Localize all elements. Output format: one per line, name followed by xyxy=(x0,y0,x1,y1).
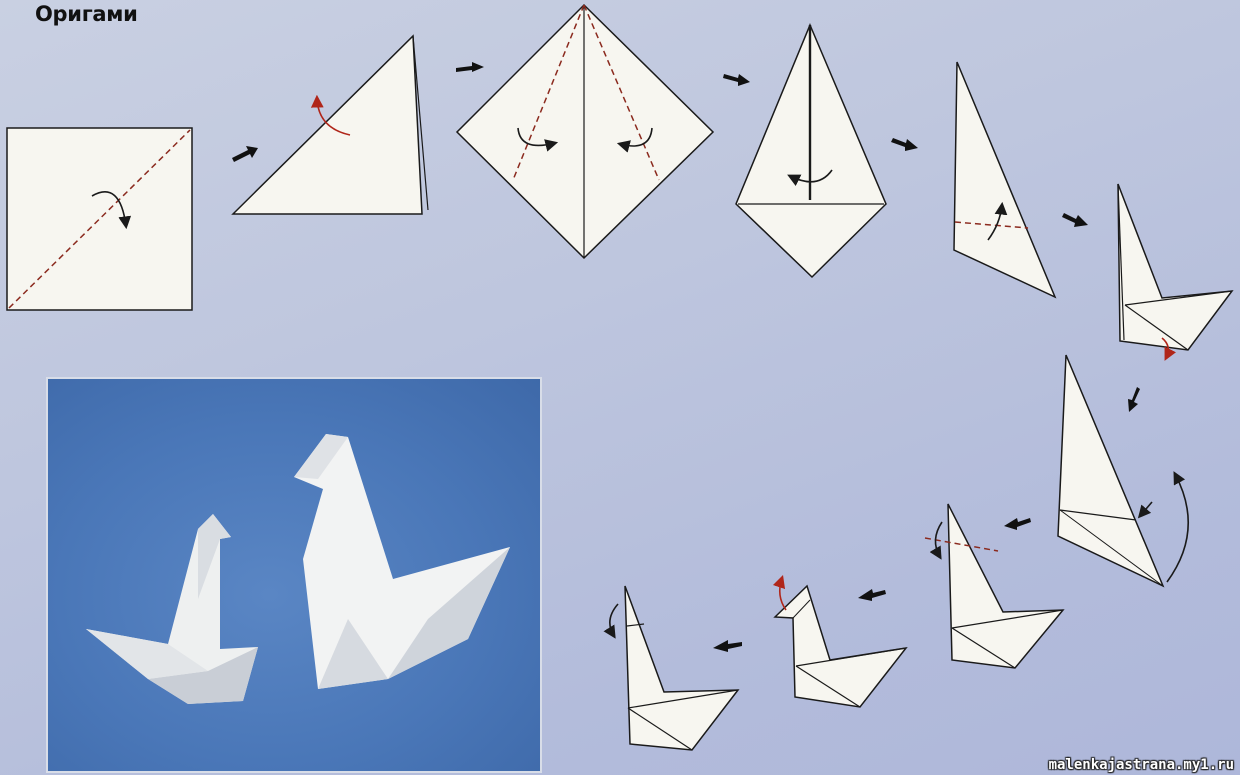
fold-arrow-icon xyxy=(1140,502,1152,516)
fold-arrow-icon xyxy=(610,604,618,636)
step-arrow-icon xyxy=(891,138,918,151)
step-3-diamond xyxy=(457,5,713,258)
left-paper-swan xyxy=(86,514,258,704)
fold-arrow-icon xyxy=(1167,474,1188,582)
fold-arrow-icon xyxy=(780,578,786,610)
step-5-thin-triangle xyxy=(954,62,1055,297)
step-arrow-icon xyxy=(1004,518,1031,530)
step-arrow-icon xyxy=(1062,213,1088,227)
step-arrow-icon xyxy=(858,589,886,601)
step-arrow-icon xyxy=(713,640,742,652)
step-1-square xyxy=(7,128,192,310)
swan-photo xyxy=(46,377,542,773)
step-6-swan-base xyxy=(1118,184,1232,358)
step-arrow-icon xyxy=(232,146,258,162)
step-4-kite xyxy=(736,25,886,277)
watermark: malenkajastrana.my1.ru xyxy=(1049,757,1234,773)
step-arrow-icon xyxy=(723,74,750,86)
step-arrow-icon xyxy=(456,62,484,72)
step-9-swan-head xyxy=(775,578,906,707)
step-8-swan xyxy=(925,504,1063,668)
right-paper-swan xyxy=(294,434,510,689)
step-arrow-icon xyxy=(1128,387,1140,412)
step-2-triangle xyxy=(233,36,428,214)
step-10-swan-final xyxy=(610,586,738,750)
step-7-neck xyxy=(1058,355,1188,586)
